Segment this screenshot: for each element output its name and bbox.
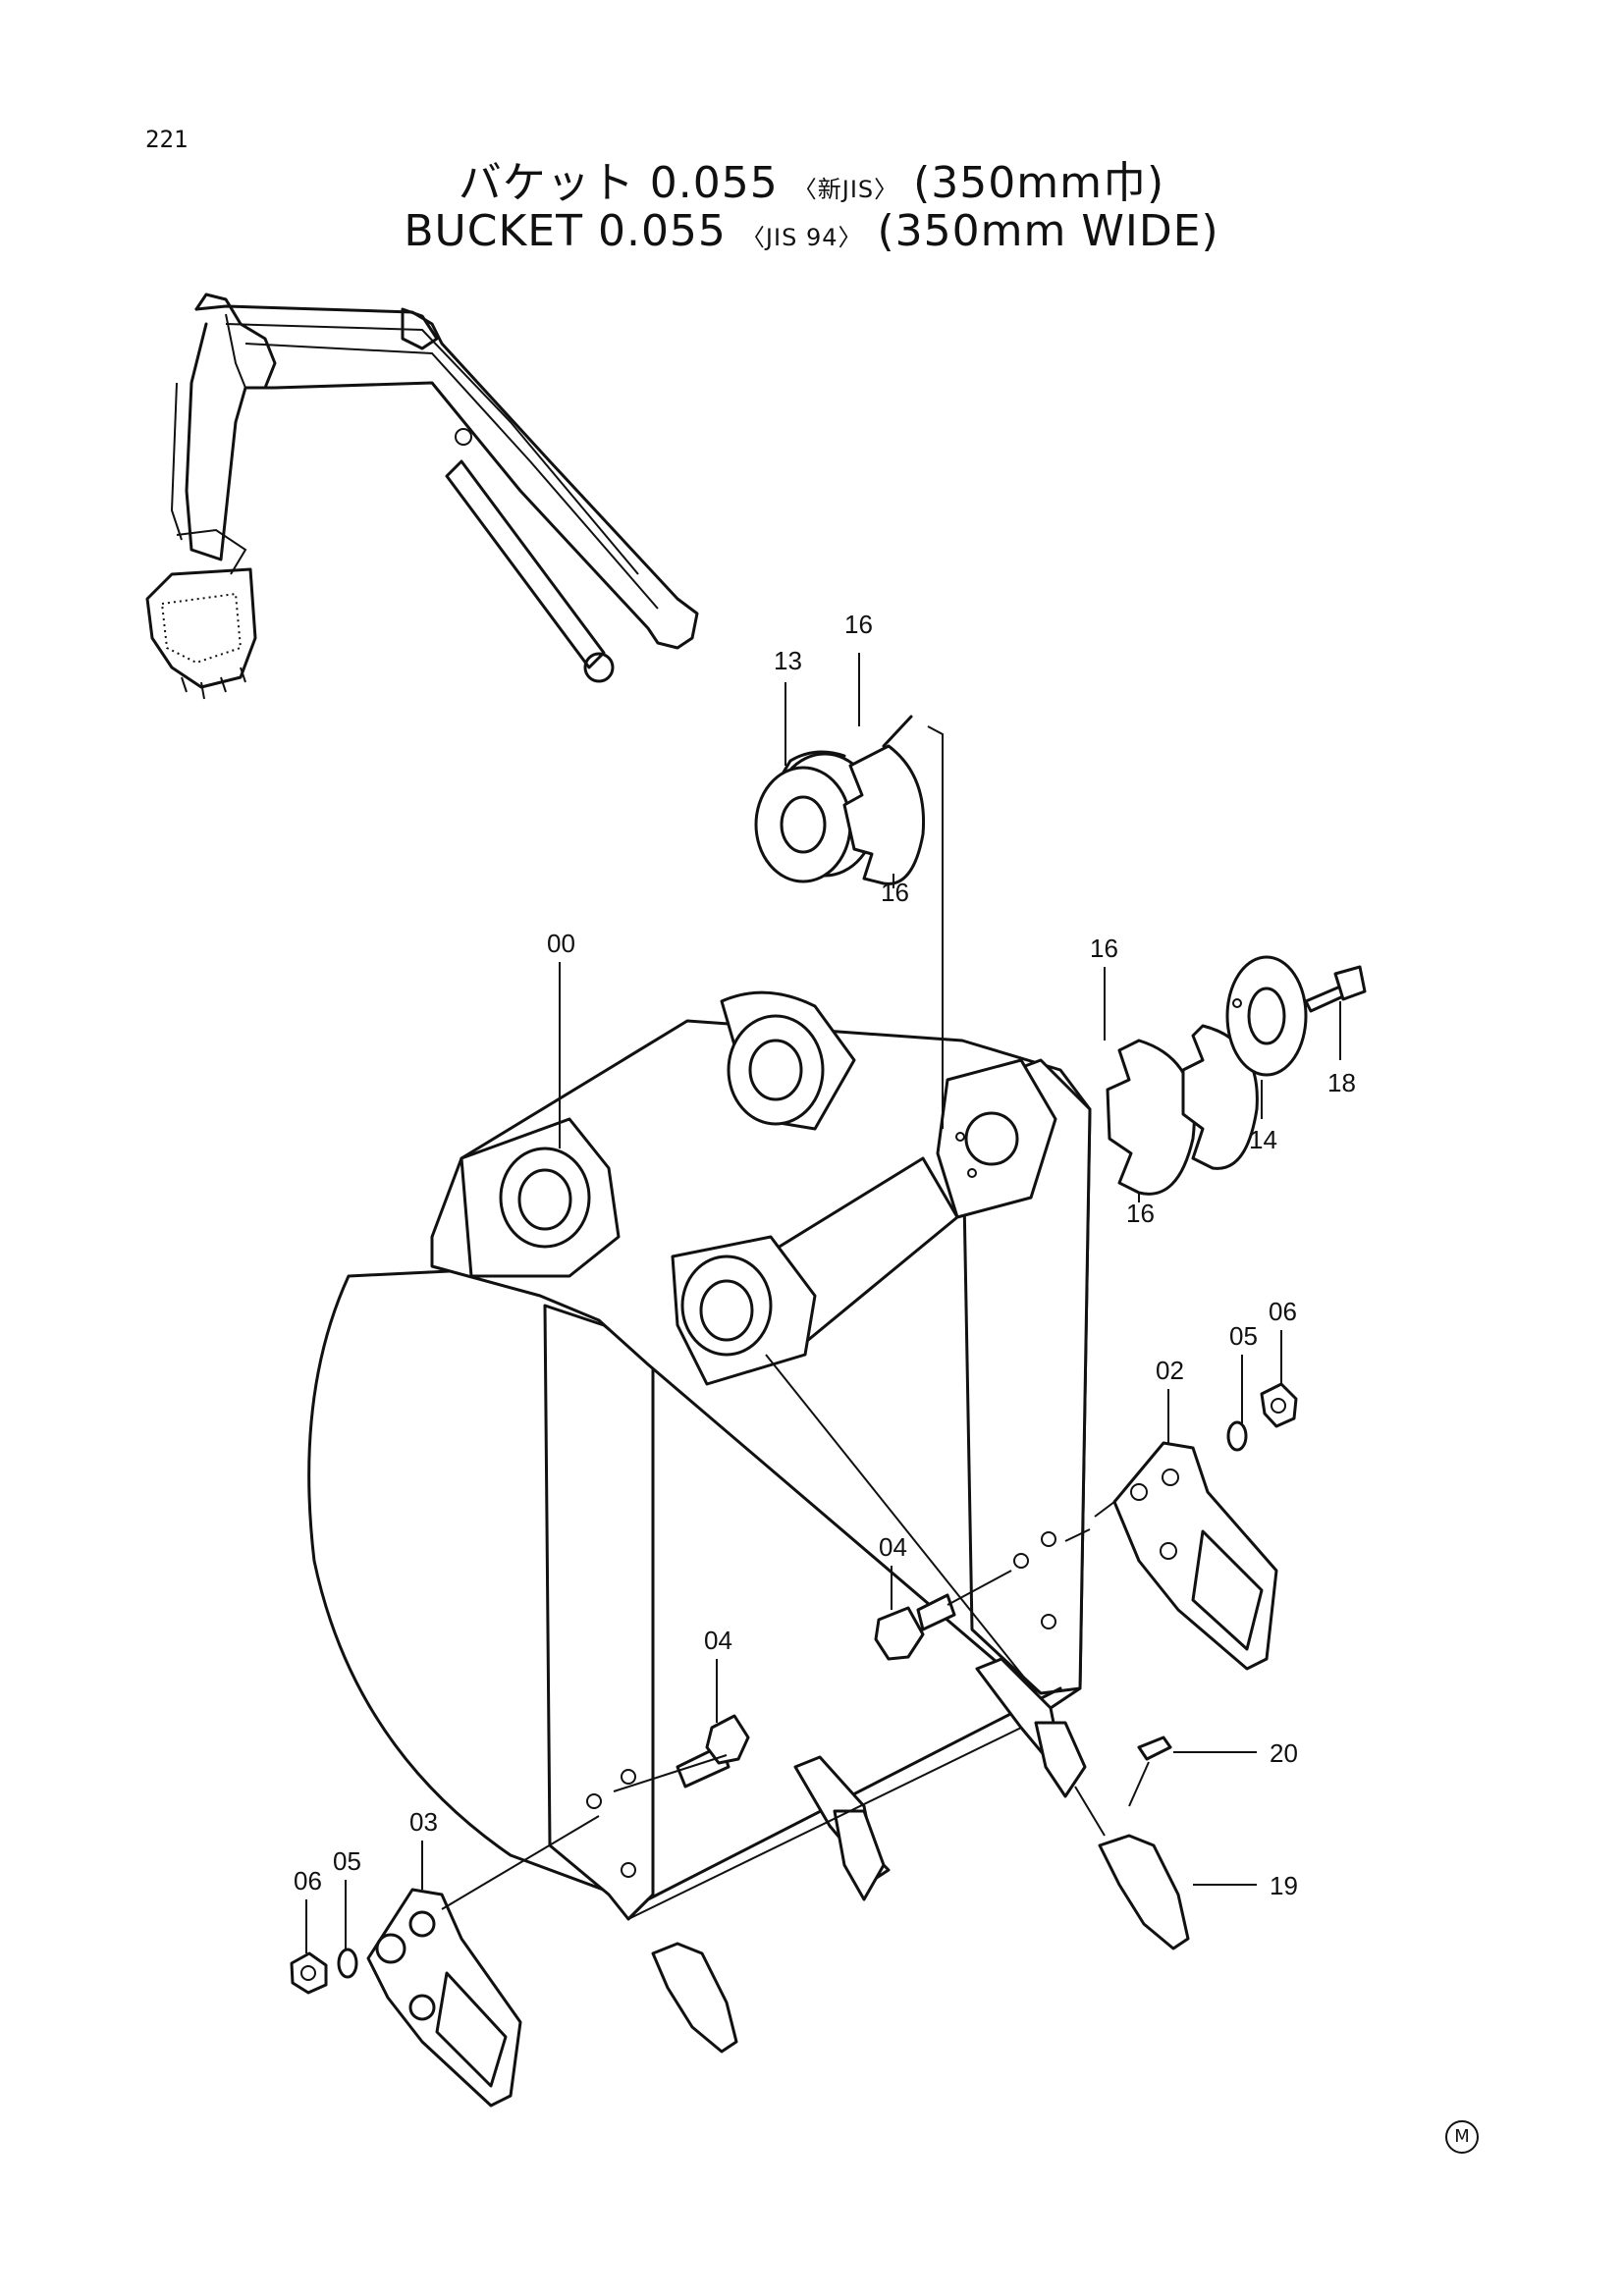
callout-03: 03 [409,1807,438,1837]
plate-part-14 [1225,955,1308,1077]
title-en-standard: 〈JIS 94〉 [740,224,863,251]
nut-part-06-left [290,1951,328,1995]
callout-leaders [305,653,1341,1953]
callout-05-right: 05 [1229,1321,1258,1351]
callout-16-top: 16 [844,610,873,639]
callout-06-right: 06 [1269,1297,1297,1326]
bolt-part-18 [1304,965,1367,1013]
callout-02: 02 [1156,1356,1184,1385]
bucket-body-part-00 [307,990,1092,1921]
side-cutter-part-02 [1112,1441,1278,1671]
callout-05-left: 05 [333,1846,361,1876]
title-en-main: BUCKET 0.055 [404,206,727,256]
title-jp-width: (350mm巾) [913,158,1165,208]
callout-06-left: 06 [294,1866,322,1896]
nut-part-06-right [1260,1382,1298,1428]
corner-m-mark: M [1445,2120,1479,2154]
title-japanese: バケット 0.055 〈新JIS〉 (350mm巾) [0,147,1623,210]
callout-20: 20 [1270,1738,1298,1768]
callout-00: 00 [547,929,575,958]
callout-18: 18 [1327,1068,1356,1097]
excavator-arm-illustration [145,293,699,700]
callout-04-left: 04 [704,1626,732,1655]
title-jp-main: バケット 0.055 [458,158,779,208]
side-cutter-part-03 [366,1888,522,2108]
shim-part-16-upper [842,715,926,885]
callout-16-below: 16 [881,878,909,907]
title-english: BUCKET 0.055 〈JIS 94〉 (350mm WIDE) [0,206,1623,256]
bolt-part-04-left [676,1714,750,1789]
callout-labels: 13 16 16 00 16 16 14 18 02 05 06 04 04 0… [294,610,1356,1900]
washer-part-05-right [1226,1420,1248,1452]
callout-19: 19 [1270,1871,1298,1900]
title-en-width: (350mm WIDE) [877,206,1219,256]
assembly-lines [441,725,1150,1920]
callout-16-side-bottom: 16 [1126,1199,1155,1228]
shim-part-16-side [1106,1024,1259,1196]
bolt-part-04-right [874,1593,956,1661]
callout-14: 14 [1249,1125,1277,1154]
pin-part-20 [1137,1735,1172,1761]
washer-part-05-left [337,1948,358,1979]
title-jp-standard: 〈新JIS〉 [792,176,899,203]
tooth-adapters [833,1721,1087,1901]
page-number: 221 [145,126,189,153]
callout-13: 13 [774,646,802,675]
callout-16-side-top: 16 [1090,934,1118,963]
callout-04-right: 04 [879,1532,907,1562]
